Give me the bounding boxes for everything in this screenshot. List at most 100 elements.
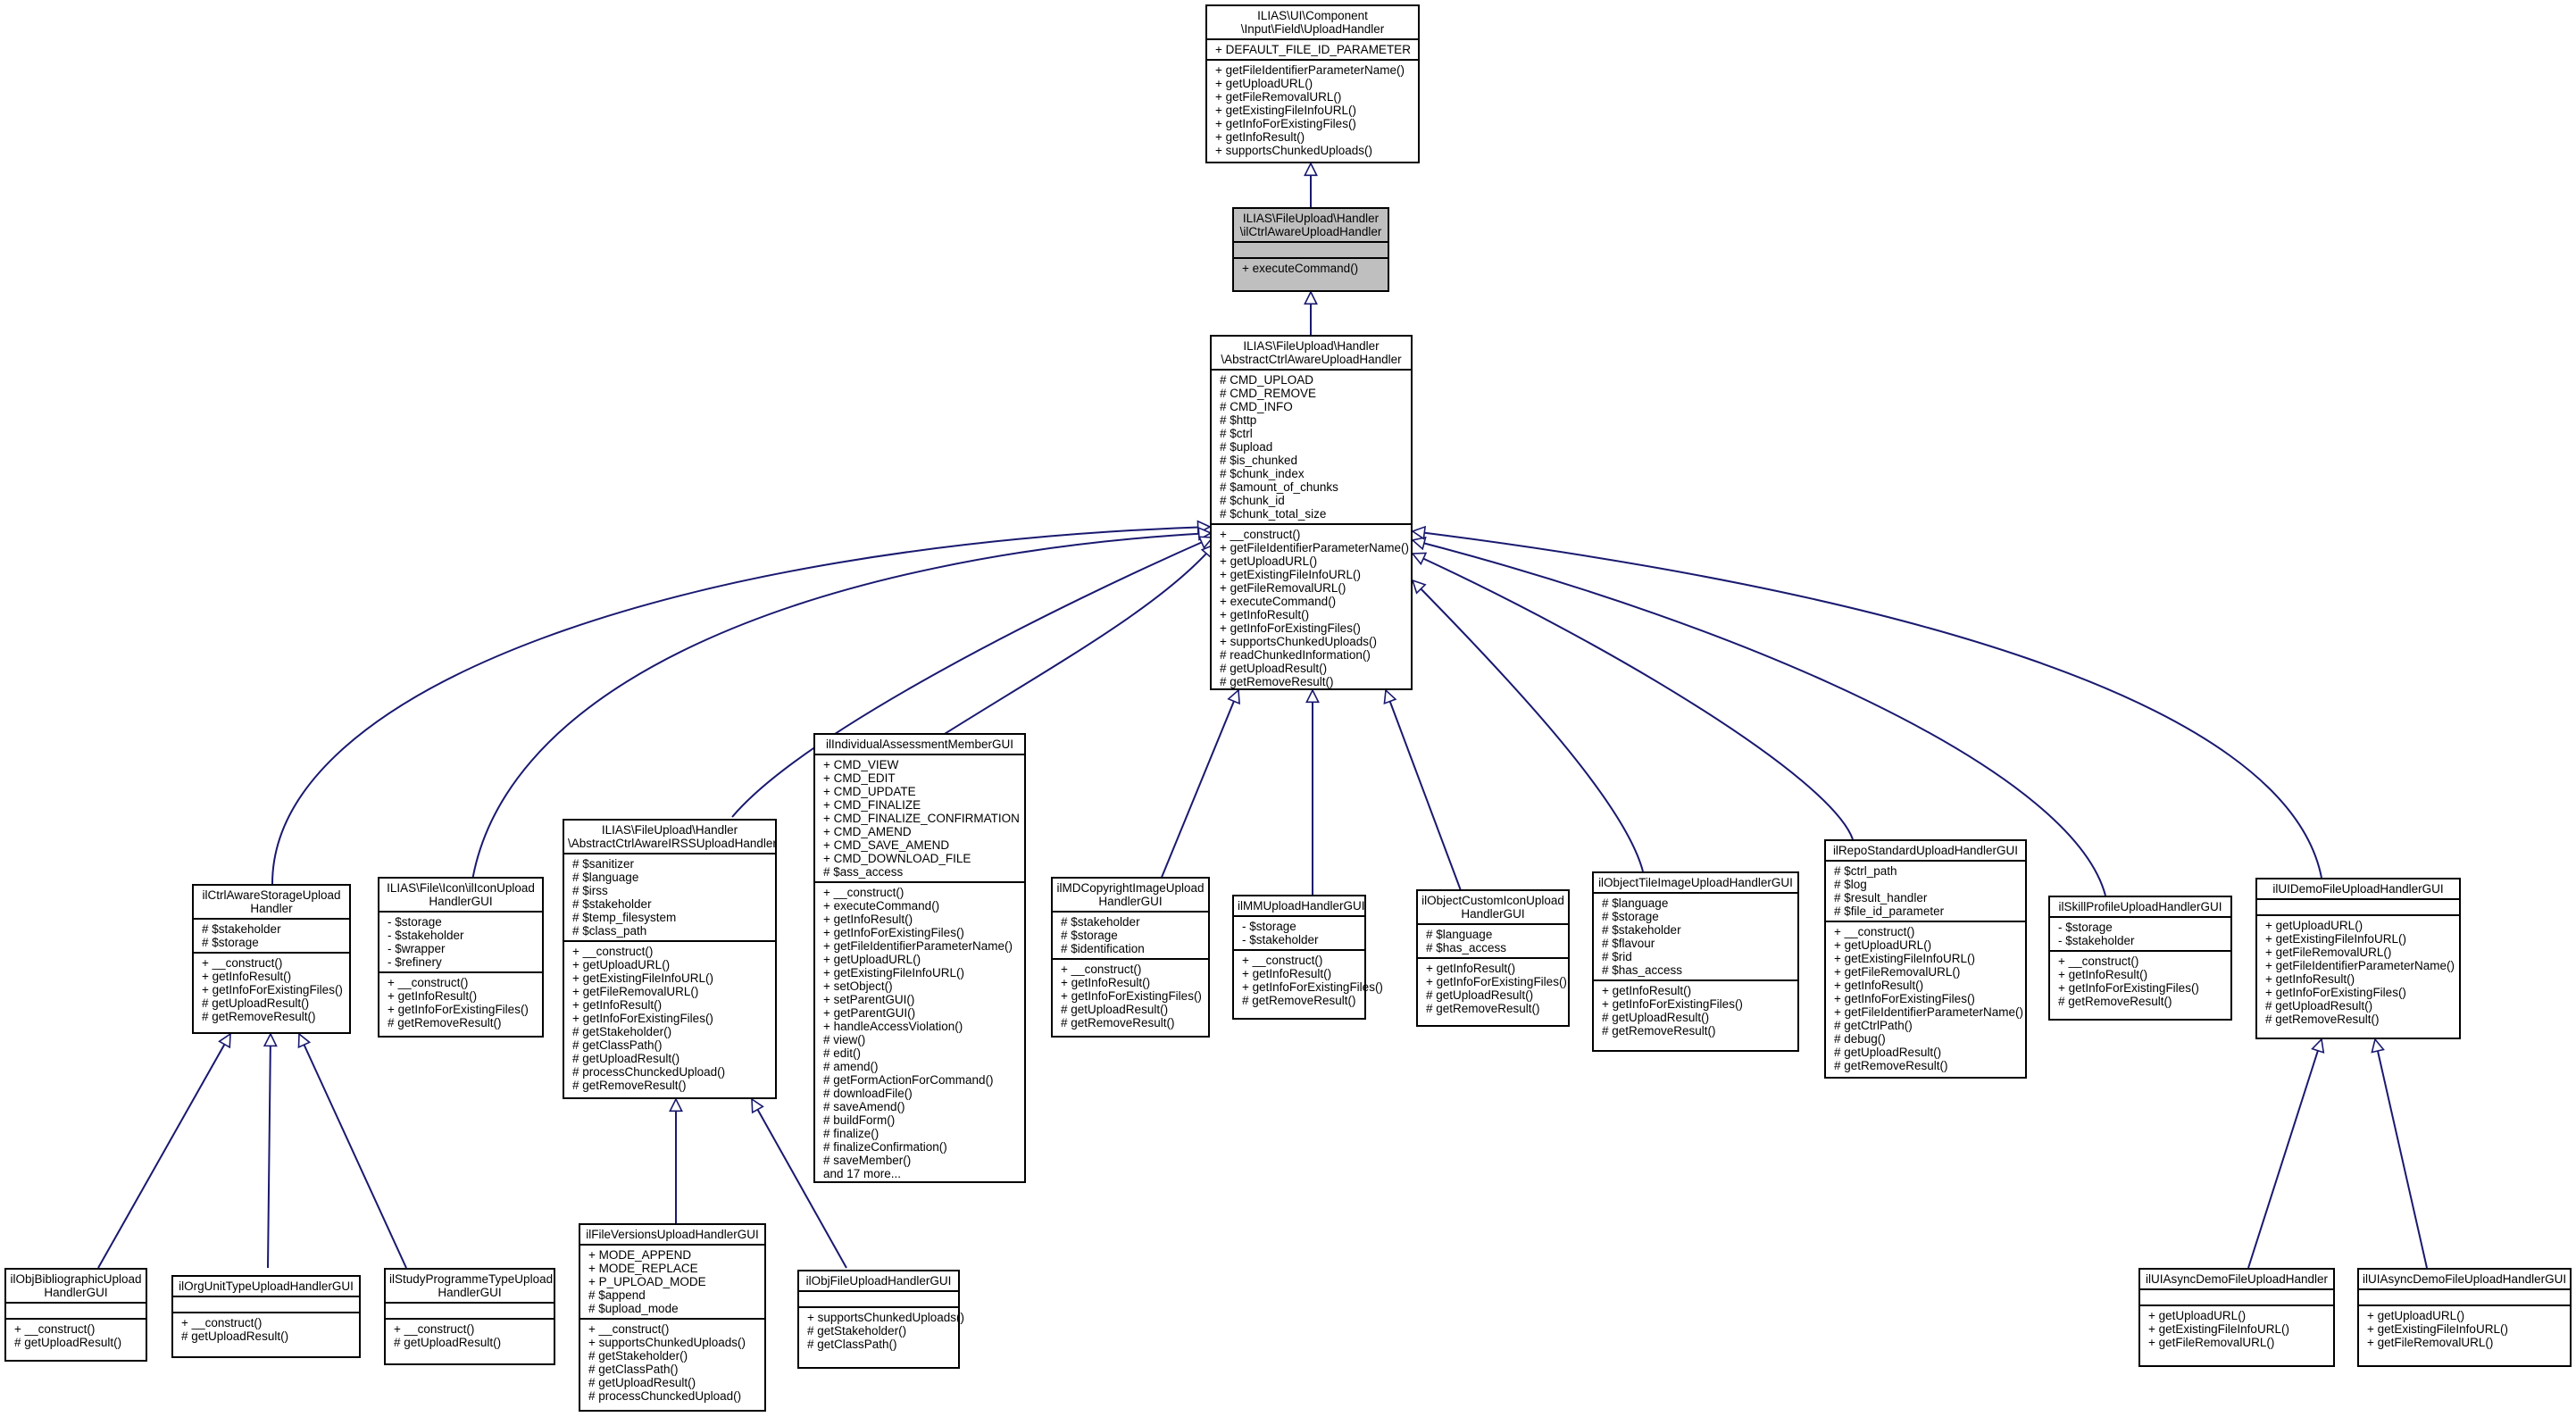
class-operation: + getFileRemovalURL()	[1220, 581, 1346, 595]
class-operation: + getUploadURL()	[1834, 938, 1932, 952]
class-operation: + getFileRemovalURL()	[1834, 965, 1961, 979]
class-operation: + getInfoResult()	[1834, 979, 1924, 992]
class-name-line: ilIndividualAssessmentMemberGUI	[825, 738, 1014, 751]
class-attribute: # $chunk_id	[1220, 494, 1285, 507]
class-attribute: # $log	[1834, 878, 1867, 891]
class-attributes: # CMD_UPLOAD# CMD_REMOVE# CMD_INFO# $htt…	[1212, 369, 1411, 523]
class-operation: + getInfoResult()	[1602, 984, 1692, 997]
class-operation: # finalizeConfirmation()	[823, 1140, 947, 1154]
class-name-line: ILIAS\UI\Component	[1257, 9, 1368, 22]
class-attribute: # $rid	[1602, 950, 1632, 963]
class-title: ilSkillProfileUploadHandlerGUI	[2050, 897, 2230, 916]
class-operation: + getFileIdentifierParameterName()	[1220, 541, 1409, 554]
class-operation: + getFileIdentifierParameterName()	[823, 939, 1013, 953]
class-attribute: # $storage	[1602, 910, 1659, 923]
class-upload-handler-interface: ILIAS\UI\Component\Input\Field\UploadHan…	[1205, 4, 1420, 163]
class-operation: + __construct()	[1242, 954, 1323, 967]
class-operation: # edit()	[823, 1046, 862, 1060]
class-attribute: # $chunk_total_size	[1220, 507, 1327, 521]
class-attribute: - $wrapper	[388, 942, 446, 955]
class-attributes: + MODE_APPEND+ MODE_REPLACE+ P_UPLOAD_MO…	[580, 1244, 764, 1318]
class-attribute: + CMD_DOWNLOAD_FILE	[823, 852, 971, 865]
class-operations: + __construct()# getUploadResult()	[386, 1318, 554, 1352]
class-operation: + getExistingFileInfoURL()	[2265, 932, 2406, 946]
class-title: ilRepoStandardUploadHandlerGUI	[1826, 841, 2025, 860]
class-attribute: # $flavour	[1602, 937, 1655, 950]
class-operations: + getFileIdentifierParameterName()+ getU…	[1207, 59, 1418, 160]
class-operations: + __construct()+ getInfoResult()+ getInf…	[1053, 958, 1208, 1032]
class-operations: + __construct()+ supportsChunkedUploads(…	[580, 1318, 764, 1405]
class-operations: + __construct()+ getUploadURL()+ getExis…	[564, 940, 775, 1095]
class-name-line: ilObjFileUploadHandlerGUI	[805, 1274, 952, 1288]
class-operation: + getInfoForExistingFiles()	[1834, 992, 1975, 1005]
class-operation: + getFileRemovalURL()	[2265, 946, 2392, 959]
class-operation: + getInfoForExistingFiles()	[1242, 980, 1383, 994]
class-attribute: # CMD_REMOVE	[1220, 387, 1317, 400]
class-attributes: - $storage- $stakeholder- $wrapper- $ref…	[379, 911, 542, 971]
class-ui-async-demo-file-upload-handler: ilUIAsyncDemoFileUploadHandler + getUplo…	[2138, 1268, 2335, 1367]
class-operations: + executeCommand()	[1234, 257, 1388, 278]
class-name-line: \AbstractCtrlAwareIRSSUploadHandler	[568, 837, 777, 850]
class-attribute: # $upload	[1220, 440, 1273, 454]
class-attributes: # $language# $storage# $stakeholder# $fl…	[1594, 892, 1797, 979]
class-operation: + supportsChunkedUploads()	[807, 1311, 964, 1324]
edge-storage-to-abstract	[271, 527, 1210, 885]
class-attribute: + MODE_APPEND	[588, 1248, 692, 1262]
class-repo-standard-upload-handler-gui: ilRepoStandardUploadHandlerGUI # $ctrl_p…	[1824, 839, 2027, 1079]
class-attribute: # $storage	[1061, 929, 1118, 942]
class-operation: + getInfoResult()	[572, 998, 663, 1012]
class-title: ilOrgUnitTypeUploadHandlerGUI	[173, 1277, 359, 1296]
class-attributes	[1234, 241, 1388, 257]
class-attribute: # $sanitizer	[572, 857, 635, 871]
class-operations: + getInfoResult()+ getInfoForExistingFil…	[1418, 957, 1568, 1018]
class-operation: + getInfoForExistingFiles()	[823, 926, 964, 939]
class-attribute: # $irss	[572, 884, 608, 897]
class-operation: # getRemoveResult()	[1426, 1002, 1540, 1015]
class-attribute: + CMD_UPDATE	[823, 785, 916, 798]
class-operation: + __construct()	[181, 1316, 263, 1329]
class-operations: + getUploadURL()+ getExistingFileInfoURL…	[2140, 1304, 2333, 1352]
class-operation: + getInfoResult()	[1220, 608, 1310, 621]
edge-study-to-storage	[299, 1034, 407, 1269]
class-operation: # processChunckedUpload()	[588, 1389, 742, 1403]
class-operation: # processChunckedUpload()	[572, 1065, 726, 1079]
class-operation: # getUploadResult()	[181, 1329, 289, 1343]
class-operation: # buildForm()	[823, 1113, 896, 1127]
class-operation: # getUploadResult()	[1834, 1046, 1942, 1059]
class-title: ILIAS\UI\Component\Input\Field\UploadHan…	[1207, 6, 1418, 38]
class-operation: + getFileRemovalURL()	[572, 985, 699, 998]
class-operation: # getUploadResult()	[572, 1052, 680, 1065]
class-operation: # getUploadResult()	[588, 1376, 696, 1389]
class-attribute: + CMD_AMEND	[823, 825, 912, 838]
class-operation: # debug()	[1834, 1032, 1886, 1046]
class-attribute: # $http	[1220, 413, 1257, 427]
class-attribute: # $language	[1426, 928, 1493, 941]
class-attribute: # $ctrl	[1220, 427, 1253, 440]
class-operations: + __construct()+ getInfoResult()+ getInf…	[1234, 949, 1383, 1010]
class-operation: + __construct()	[572, 945, 654, 958]
class-attribute: # $ctrl_path	[1834, 864, 1897, 878]
class-title: ilIndividualAssessmentMemberGUI	[815, 735, 1024, 754]
class-attribute: + P_UPLOAD_MODE	[588, 1275, 706, 1288]
class-file-versions-upload-handler-gui: ilFileVersionsUploadHandlerGUI + MODE_AP…	[579, 1223, 766, 1412]
class-operation: + __construct()	[1061, 963, 1142, 976]
edge-irss-to-abstract	[731, 538, 1213, 818]
class-operation: # getRemoveResult()	[1061, 1016, 1175, 1029]
class-operations: + supportsChunkedUploads()# getStakehold…	[799, 1306, 964, 1354]
class-attributes: - $storage- $stakeholder	[2050, 916, 2230, 950]
class-org-unit-type-upload-handler-gui: ilOrgUnitTypeUploadHandlerGUI + __constr…	[171, 1275, 361, 1358]
class-attribute: - $stakeholder	[1242, 933, 1319, 946]
class-operation: # getClassPath()	[588, 1363, 679, 1376]
class-operation: # getRemoveResult()	[1220, 675, 1334, 688]
class-ilctrlaware-upload-handler: ILIAS\FileUpload\Handler\ilCtrlAwareUplo…	[1232, 207, 1389, 292]
class-operation: + getInfoResult()	[1061, 976, 1151, 989]
class-operation: + getFileRemovalURL()	[2367, 1336, 2494, 1349]
class-name-line: HandlerGUI	[438, 1286, 502, 1299]
class-operation: + handleAccessViolation()	[823, 1020, 963, 1033]
class-operations: + __construct()+ getFileIdentifierParame…	[1212, 523, 1411, 691]
class-name-line: ILIAS\FileUpload\Handler	[601, 823, 738, 837]
class-name-line: ILIAS\FileUpload\Handler	[1242, 212, 1380, 225]
class-operation: # saveMember()	[823, 1154, 912, 1167]
class-operation: # readChunkedInformation()	[1220, 648, 1371, 662]
